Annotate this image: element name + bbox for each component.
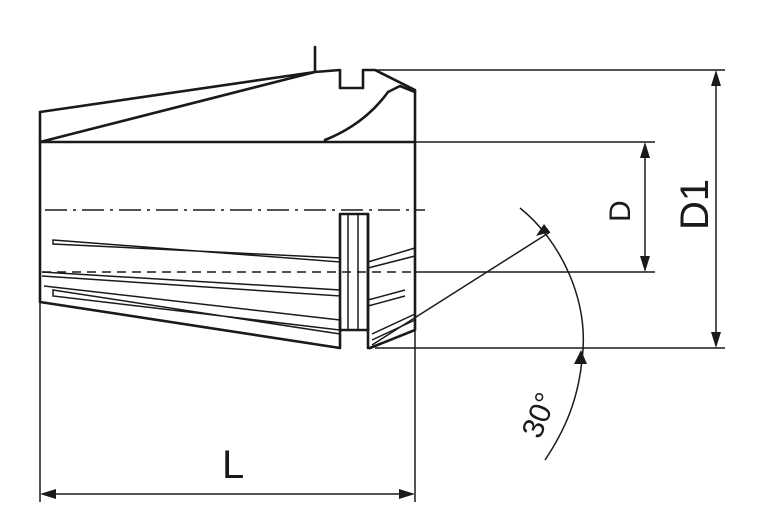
label-outer-diameter: D1 xyxy=(673,179,717,230)
slot-lower-inner xyxy=(43,285,341,321)
label-length: L xyxy=(222,443,244,487)
nose-slot-line-b xyxy=(367,289,406,307)
nose-slot-channel xyxy=(338,212,416,350)
d1-arrow-top xyxy=(711,70,721,86)
dimension-lines xyxy=(39,69,725,502)
label-bore-diameter: D xyxy=(604,200,637,222)
nose-slot-line-c xyxy=(371,313,416,341)
collet-body xyxy=(38,45,417,350)
angle-arrow-top xyxy=(536,224,550,236)
angle-arc xyxy=(519,207,584,461)
l-arrow-left xyxy=(40,489,56,499)
d1-arrow-bottom xyxy=(711,332,721,348)
slot-middle xyxy=(41,271,341,297)
d-arrow-bottom xyxy=(640,256,650,272)
slot-lower xyxy=(52,289,341,335)
angle-arrow-bottom xyxy=(574,350,587,364)
collet-outline xyxy=(38,45,417,350)
collet-nose-chamfer xyxy=(323,84,417,142)
angle-leg-upper xyxy=(371,231,551,346)
l-arrow-right xyxy=(399,489,415,499)
label-taper-angle: 30° xyxy=(516,388,564,442)
nose-slot-line-a xyxy=(367,247,416,269)
nose-slot-shape xyxy=(366,212,372,350)
slot-upper xyxy=(52,239,341,263)
collet-slots xyxy=(41,239,341,335)
d-arrow-top xyxy=(640,142,650,158)
